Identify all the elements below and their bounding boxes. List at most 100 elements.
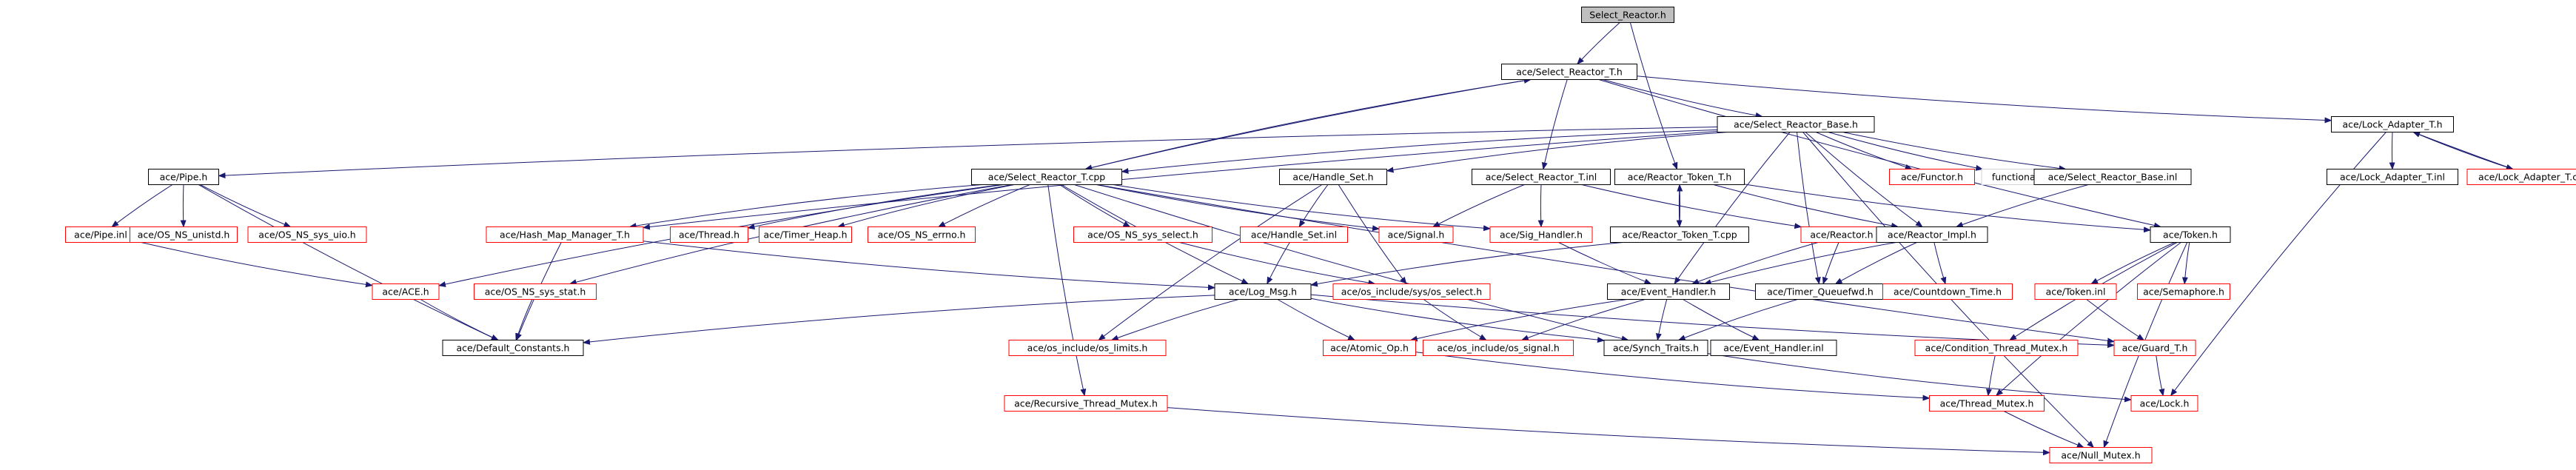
node-token-h[interactable]: ace/Token.h xyxy=(2150,226,2231,243)
node-label: ace/Lock.h xyxy=(2140,398,2190,409)
node-label: ace/Synch_Traits.h xyxy=(1613,343,1699,354)
node-reactor-impl-h[interactable]: ace/Reactor_Impl.h xyxy=(1876,226,1988,243)
edge-token_h-to-token_inl xyxy=(2090,242,2176,284)
node-os-ns-sys-select-h[interactable]: ace/OS_NS_sys_select.h xyxy=(1073,226,1212,243)
node-box xyxy=(1882,283,2013,300)
node-token-inl[interactable]: ace/Token.inl xyxy=(2034,283,2117,300)
node-pipe-inl[interactable]: ace/Pipe.inl xyxy=(65,226,136,243)
node-label: ace/os_include/sys/os_select.h xyxy=(1341,286,1482,298)
node-os-include-os-limits-h[interactable]: ace/os_include/os_limits.h xyxy=(1008,340,1167,356)
node-atomic-op-h[interactable]: ace/Atomic_Op.h xyxy=(1323,340,1416,356)
edge-select_reactor_t_cpp-to-sig_handler_h xyxy=(1113,184,1491,232)
node-label: ace/Sig_Handler.h xyxy=(1500,229,1583,241)
node-label: ace/Timer_Queuefwd.h xyxy=(1767,286,1874,298)
node-box xyxy=(2113,340,2196,356)
node-box xyxy=(1073,226,1212,243)
node-box xyxy=(1472,169,1611,185)
edge-select_reactor_t_h-to-token_h xyxy=(1598,79,2161,229)
node-box xyxy=(1008,340,1167,356)
node-label: ace/os_include/os_signal.h xyxy=(1437,343,1560,354)
node-box xyxy=(1581,7,1674,23)
node-label: ace/OS_NS_sys_select.h xyxy=(1087,229,1198,241)
node-thread-mutex-h[interactable]: ace/Thread_Mutex.h xyxy=(1929,395,2045,412)
node-box xyxy=(2331,116,2454,132)
node-log-msg-h[interactable]: ace/Log_Msg.h xyxy=(1214,283,1312,300)
node-synch-traits-h[interactable]: ace/Synch_Traits.h xyxy=(1603,340,1708,356)
node-functor-h[interactable]: ace/Functor.h xyxy=(1889,169,1975,185)
node-event-handler-h[interactable]: ace/Event_Handler.h xyxy=(1607,283,1730,300)
node-recursive-thread-mutex-h[interactable]: ace/Recursive_Thread_Mutex.h xyxy=(1004,395,1168,412)
node-select-reactor-t-inl[interactable]: ace/Select_Reactor_T.inl xyxy=(1472,169,1611,185)
node-label: ace/Reactor_Token_T.h xyxy=(1628,172,1732,183)
edge-select_reactor_base_h-to-functional xyxy=(1828,132,1984,171)
node-label: ace/Token.inl xyxy=(2046,286,2106,298)
node-timer-queuefwd-h[interactable]: ace/Timer_Queuefwd.h xyxy=(1755,283,1885,300)
node-box xyxy=(474,283,597,300)
node-box xyxy=(2466,169,2576,185)
edge-select_reactor_t_cpp-to-synch_traits_h xyxy=(1074,184,1629,342)
node-os-ns-errno-h[interactable]: ace/OS_NS_errno.h xyxy=(868,226,976,243)
edge-reactor_h-to-event_handler_h xyxy=(1691,242,1819,285)
node-hash-map-manager-t-h[interactable]: ace/Hash_Map_Manager_T.h xyxy=(486,226,644,243)
edge-select_reactor_t_inl-to-reactor_h xyxy=(1581,184,1802,229)
node-box xyxy=(1323,340,1416,356)
node-os-ns-unistd-h[interactable]: ace/OS_NS_unistd.h xyxy=(130,226,238,243)
node-lock-adapter-t-inl[interactable]: ace/Lock_Adapter_T.inl xyxy=(2327,169,2458,185)
node-event-handler-inl[interactable]: ace/Event_Handler.inl xyxy=(1710,340,1837,356)
node-reactor-h[interactable]: ace/Reactor.h xyxy=(1800,226,1883,243)
edge-log_msg_h-to-os_include_os_limits_h xyxy=(1110,299,1239,341)
node-sig-handler-h[interactable]: ace/Sig_Handler.h xyxy=(1489,226,1593,243)
node-null-mutex-h[interactable]: ace/Null_Mutex.h xyxy=(2049,447,2153,463)
node-label: ace/Lock_Adapter_T.cpp xyxy=(2478,172,2576,183)
node-label: ace/Semaphore.h xyxy=(2143,286,2224,298)
node-default-constants-h[interactable]: ace/Default_Constants.h xyxy=(442,340,584,356)
node-label: ace/Reactor_Token_T.cpp xyxy=(1622,229,1737,241)
node-box xyxy=(2033,169,2192,185)
node-label: ace/Pipe.inl xyxy=(74,229,127,241)
node-label: ace/Event_Handler.h xyxy=(1621,286,1716,298)
node-select-reactor-t-h[interactable]: ace/Select_Reactor_T.h xyxy=(1501,64,1637,80)
node-label: ace/OS_NS_sys_stat.h xyxy=(485,286,586,298)
edge-select_reactor_t_cpp-to-recursive_thread_mutex_h xyxy=(1047,184,1087,397)
node-pipe-h[interactable]: ace/Pipe.h xyxy=(148,169,219,185)
node-ace-h[interactable]: ace/ACE.h xyxy=(372,283,440,300)
edge-reactor_impl_h-to-countdown_time_h xyxy=(1933,242,1947,285)
node-handle-set-inl[interactable]: ace/Handle_Set.inl xyxy=(1240,226,1348,243)
node-reactor-token-t-cpp[interactable]: ace/Reactor_Token_T.cpp xyxy=(1610,226,1749,243)
node-handle-set-h[interactable]: ace/Handle_Set.h xyxy=(1279,169,1387,185)
edge-select_reactor_base_h-to-pipe_h xyxy=(218,127,1718,179)
edge-os_include_sys_os_select_h-to-os_include_os_signal_h xyxy=(1423,299,1487,341)
edge-token_h-to-semaphore_h xyxy=(2181,242,2190,285)
edge-pipe_h-to-default_constants_h xyxy=(198,184,499,340)
node-signal-h[interactable]: ace/Signal.h xyxy=(1378,226,1454,243)
node-os-ns-sys-stat-h[interactable]: ace/OS_NS_sys_stat.h xyxy=(474,283,597,300)
edge-pipe_h-to-os_ns_unistd_h xyxy=(180,184,187,228)
node-box xyxy=(1214,283,1312,300)
node-os-ns-sys-uio-h[interactable]: ace/OS_NS_sys_uio.h xyxy=(247,226,367,243)
edge-os_ns_sys_select_h-to-os_include_sys_os_select_h xyxy=(1179,242,1376,286)
node-lock-h[interactable]: ace/Lock.h xyxy=(2130,395,2198,412)
node-guard-t-h[interactable]: ace/Guard_T.h xyxy=(2113,340,2196,356)
node-lock-adapter-t-cpp[interactable]: ace/Lock_Adapter_T.cpp xyxy=(2466,169,2576,185)
node-os-include-sys-os-select-h[interactable]: ace/os_include/sys/os_select.h xyxy=(1332,283,1491,300)
node-reactor-token-t-h[interactable]: ace/Reactor_Token_T.h xyxy=(1614,169,1745,185)
node-condition-thread-mutex-h[interactable]: ace/Condition_Thread_Mutex.h xyxy=(1914,340,2079,356)
node-select-reactor-t-cpp[interactable]: ace/Select_Reactor_T.cpp xyxy=(971,169,1122,185)
node-lock-adapter-t-h[interactable]: ace/Lock_Adapter_T.h xyxy=(2331,116,2454,132)
node-timer-heap-h[interactable]: ace/Timer_Heap.h xyxy=(759,226,852,243)
node-box xyxy=(2150,226,2231,243)
node-os-include-os-signal-h[interactable]: ace/os_include/os_signal.h xyxy=(1423,340,1574,356)
edge-lock_adapter_t_h-to-lock_h xyxy=(2170,132,2387,397)
edge-log_msg_h-to-guard_t_h xyxy=(1310,294,2115,349)
node-semaphore-h[interactable]: ace/Semaphore.h xyxy=(2137,283,2230,300)
edge-select_reactor_t_h-to-select_reactor_t_cpp xyxy=(1084,79,1531,171)
node-box xyxy=(1717,116,1875,132)
node-select-reactor-base-h[interactable]: ace/Select_Reactor_Base.h xyxy=(1717,116,1875,132)
node-thread-h[interactable]: ace/Thread.h xyxy=(670,226,748,243)
node-label: ace/Timer_Heap.h xyxy=(764,229,848,241)
node-functional[interactable]: functional xyxy=(1981,169,2049,185)
node-countdown-time-h[interactable]: ace/Countdown_Time.h xyxy=(1882,283,2013,300)
node-select-reactor-h[interactable]: Select_Reactor.h xyxy=(1581,7,1674,23)
node-select-reactor-base-inl[interactable]: ace/Select_Reactor_Base.inl xyxy=(2033,169,2192,185)
